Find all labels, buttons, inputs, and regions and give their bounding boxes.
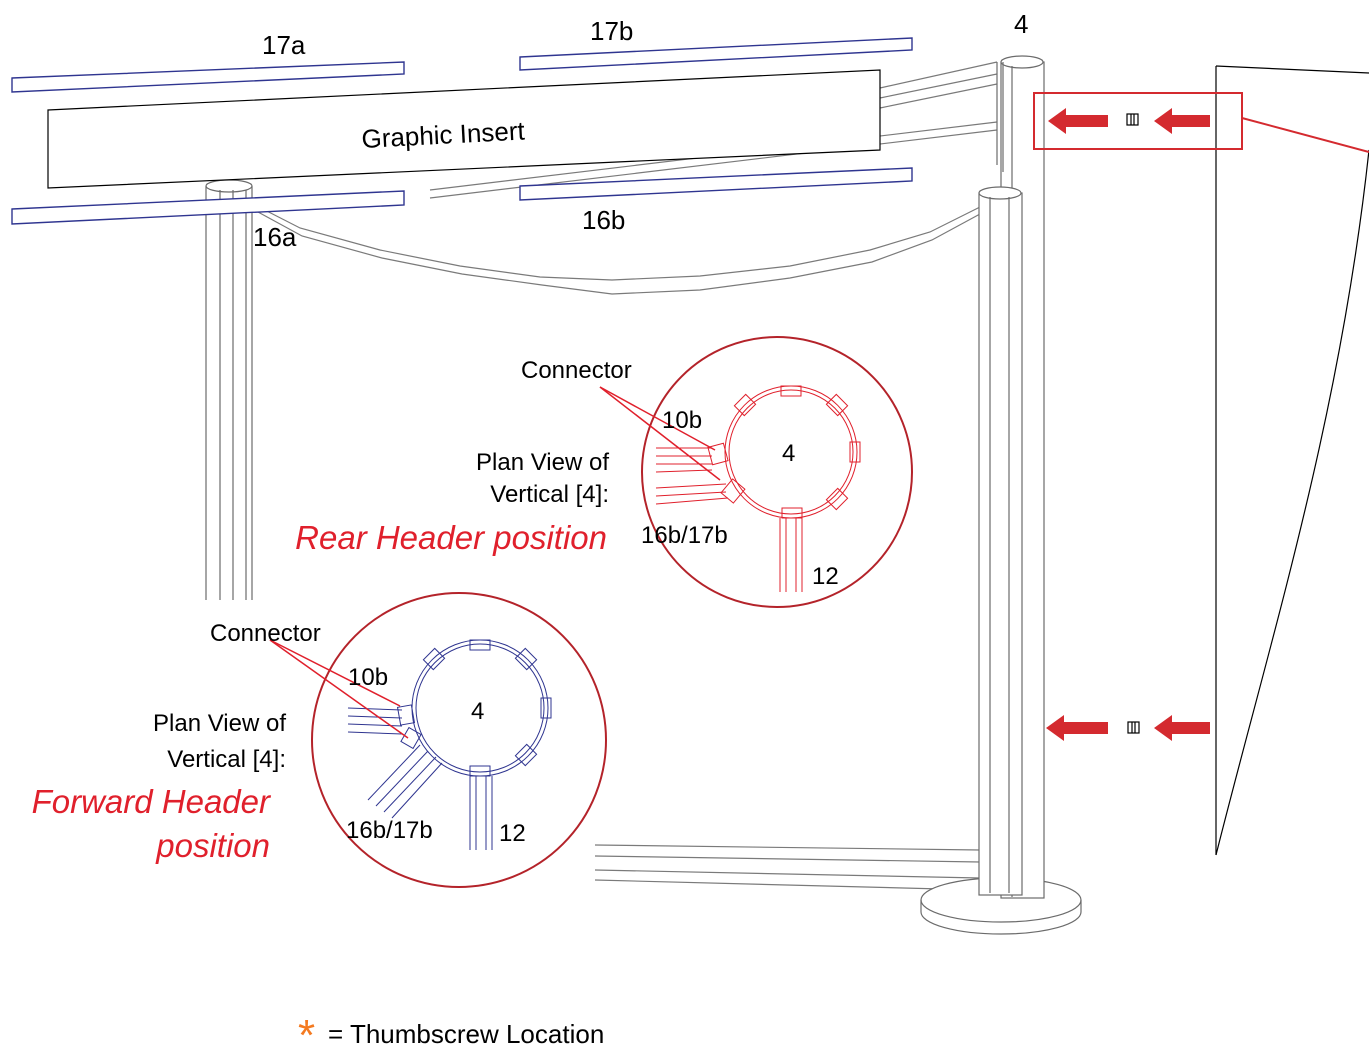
header-bars [11, 37, 913, 225]
forward-10b-label: 10b [348, 664, 388, 691]
detail-rear-header: Connector 10b 4 16b/17b 12 Plan View of … [295, 336, 913, 608]
bar-16b [519, 167, 913, 201]
label-4-top: 4 [1014, 9, 1028, 39]
rear-connector-label: Connector [521, 357, 632, 384]
legend-text: = Thumbscrew Location [328, 1019, 604, 1049]
forward-plan-view-line1: Plan View of [153, 710, 286, 737]
main-post [920, 55, 1082, 935]
rear-position-label: Rear Header position [295, 519, 607, 556]
forward-16b17b-label: 16b/17b [346, 817, 433, 844]
forward-12-label: 12 [499, 820, 526, 847]
forward-center-4-label: 4 [471, 698, 484, 725]
rear-plan-view-line1: Plan View of [476, 449, 609, 476]
rear-10b-label: 10b [662, 407, 702, 434]
label-16b: 16b [582, 205, 625, 235]
label-17a: 17a [262, 30, 306, 60]
bar-17b [519, 37, 913, 71]
thumbscrew-icon [1126, 113, 1139, 126]
arrow-left-icon [1048, 108, 1108, 134]
lower-thumbscrew-callout [1046, 715, 1210, 741]
label-17b: 17b [590, 16, 633, 46]
label-16a: 16a [253, 222, 297, 252]
detail-forward-header: Connector 10b 4 16b/17b 12 Plan View of … [32, 592, 607, 888]
rear-plan-view-line2: Vertical [4]: [490, 481, 609, 508]
left-post [205, 179, 253, 600]
bar-17a [11, 61, 405, 93]
bar-16a [11, 190, 405, 225]
thumbscrew-icon [1127, 721, 1140, 734]
forward-position-line1: Forward Header [32, 783, 272, 820]
rear-12-label: 12 [812, 563, 839, 590]
forward-position-line2: position [155, 827, 270, 864]
forward-plan-view-line2: Vertical [4]: [167, 746, 286, 773]
forward-connector-label: Connector [210, 620, 321, 647]
side-panel [1215, 65, 1369, 856]
thumbscrew-symbol-icon: * [298, 1011, 315, 1051]
legend: * = Thumbscrew Location [298, 1011, 604, 1051]
rear-16b17b-label: 16b/17b [641, 522, 728, 549]
upper-thumbscrew-callout [1033, 92, 1369, 153]
arrow-left-icon [1154, 715, 1210, 741]
arrow-left-icon [1154, 108, 1210, 134]
arrow-left-icon [1046, 715, 1108, 741]
graphic-insert-panel [47, 69, 881, 189]
rear-center-4-label: 4 [782, 440, 795, 467]
